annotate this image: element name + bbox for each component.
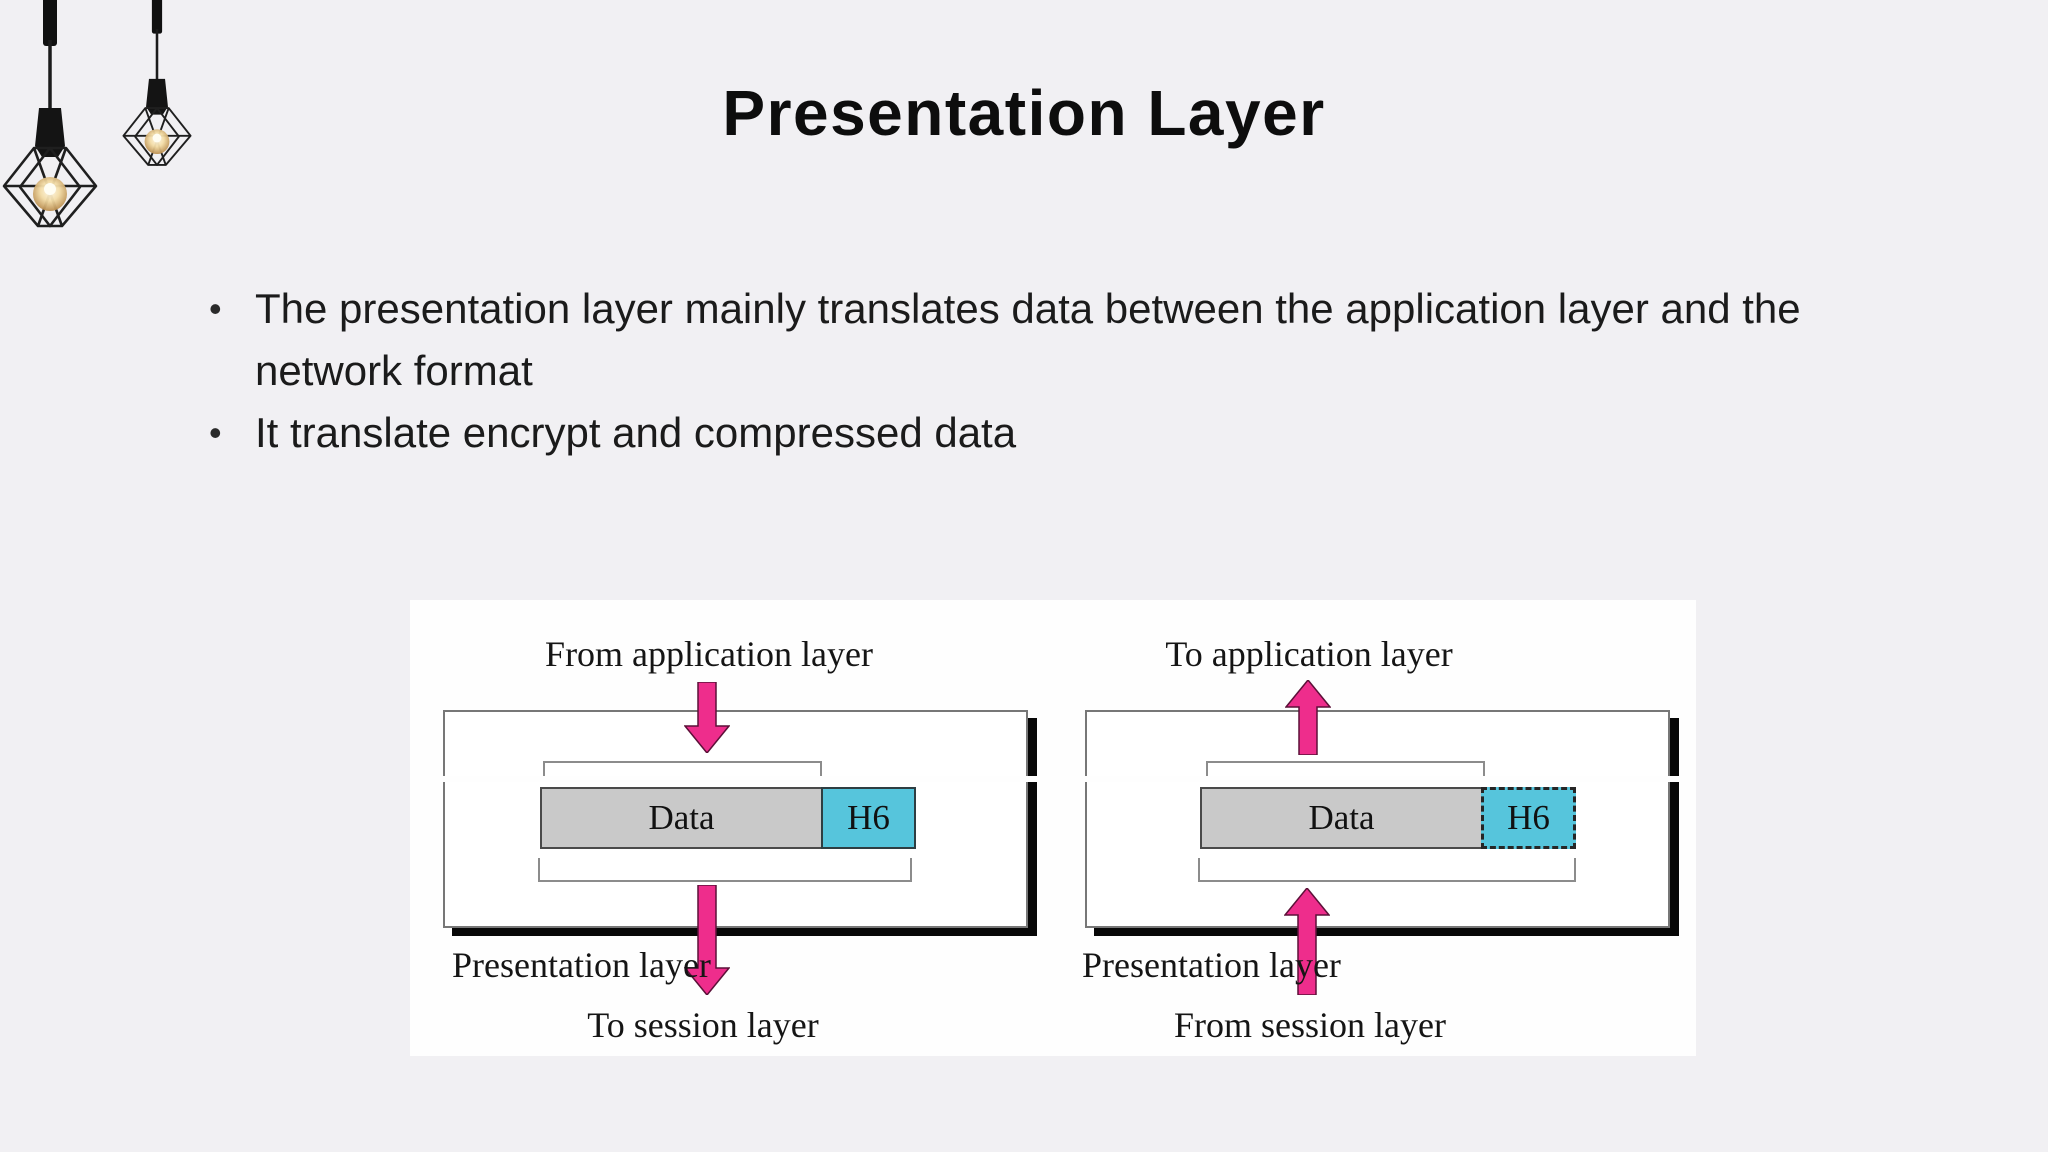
- bracket: [538, 858, 912, 882]
- bracket: [543, 761, 822, 779]
- bullet-list: The presentation layer mainly translates…: [209, 278, 1935, 464]
- down-arrow-icon: [684, 885, 730, 995]
- bullet-item: It translate encrypt and compressed data: [209, 402, 1935, 464]
- bracket: [1198, 858, 1576, 882]
- page-title: Presentation Layer: [722, 77, 1326, 149]
- presentation-layer-label: Presentation layer: [452, 945, 711, 985]
- data-segment: Data: [1200, 787, 1483, 849]
- h6-header-segment-dashed: H6: [1481, 787, 1576, 849]
- from-session-layer-label: From session layer: [1174, 1005, 1446, 1045]
- data-segment: Data: [540, 787, 823, 849]
- up-arrow-icon: [1285, 680, 1331, 755]
- to-application-layer-label: To application layer: [1165, 634, 1453, 674]
- up-arrow-icon: [1284, 888, 1330, 995]
- from-application-layer-label: From application layer: [545, 634, 873, 674]
- presentation-layer-label: Presentation layer: [1082, 945, 1341, 985]
- to-session-layer-label: To session layer: [587, 1005, 819, 1045]
- bullet-item: The presentation layer mainly translates…: [209, 278, 1935, 402]
- down-arrow-icon: [684, 682, 730, 753]
- divider: [410, 776, 1696, 782]
- bracket: [1206, 761, 1485, 779]
- h6-header-segment: H6: [821, 787, 916, 849]
- figure-panel: Data H6 Data H6 From application layer T…: [410, 600, 1696, 1056]
